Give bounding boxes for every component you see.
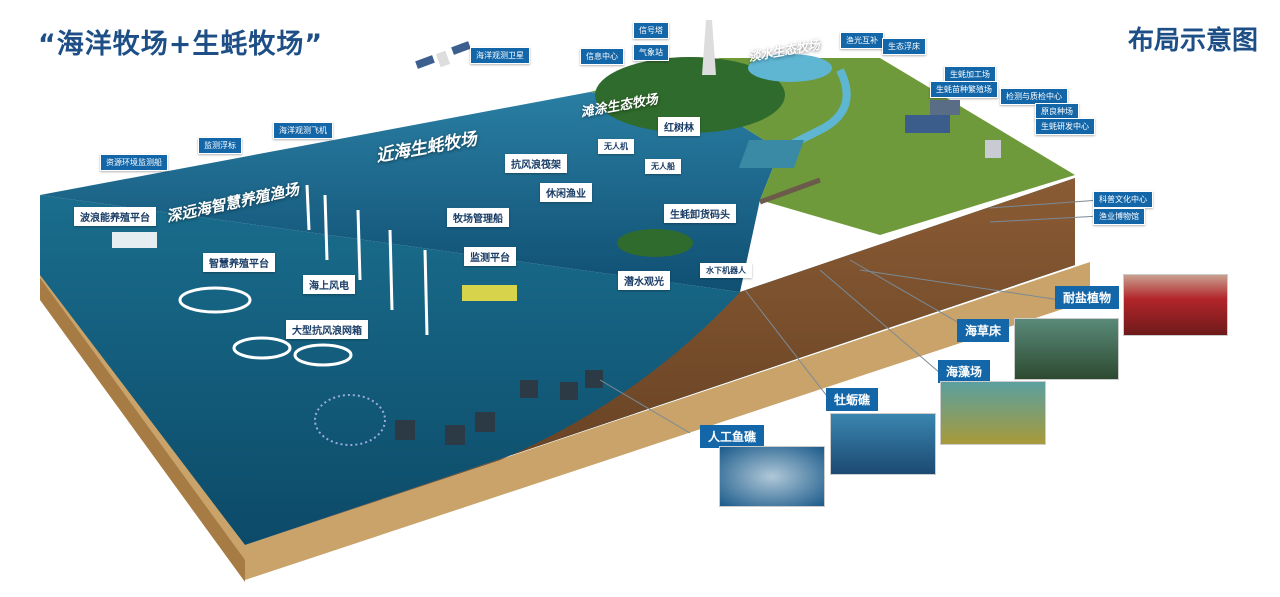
label-mgmt-ship: 牧场管理船: [447, 208, 509, 227]
satellite-icon: [415, 41, 471, 69]
label-usv: 无人船: [645, 159, 681, 174]
label-seaweed: 海藻场: [938, 360, 991, 383]
wind-turbines: [305, 184, 429, 336]
label-weather-station: 气象站: [633, 44, 669, 61]
label-smart-platform: 智慧养殖平台: [203, 253, 275, 272]
label-mangrove: 红树林: [658, 117, 700, 136]
salt-plants-photo: [1123, 274, 1228, 336]
label-breeding: 生蚝苗种繁殖场: [930, 81, 998, 98]
label-fishery-solar: 渔光互补: [840, 32, 884, 49]
aquaculture-pond: [738, 140, 805, 168]
label-eco-float-bed: 生态浮床: [882, 38, 926, 55]
rnd-building: [985, 140, 1001, 158]
solar-roofs: [905, 115, 950, 133]
label-artificial-reef: 人工鱼礁: [700, 425, 765, 448]
net-cage: [293, 343, 353, 367]
factory-building: [930, 100, 960, 115]
sea-surface: [40, 92, 780, 292]
label-rnd: 生蚝研发中心: [1035, 118, 1095, 135]
label-info-center: 信息中心: [580, 48, 624, 65]
label-underwater-robot: 水下机器人: [700, 263, 752, 278]
dock-pier: [759, 177, 821, 205]
label-salt-plants: 耐盐植物: [1055, 286, 1120, 309]
artificial-reef-photo: [719, 446, 825, 507]
label-drone: 无人机: [598, 139, 634, 154]
monitor-platform-shape: [462, 285, 517, 301]
label-wind-power: 海上风电: [303, 275, 355, 294]
wave-platform-shape: [112, 232, 157, 248]
label-leisure-fishery: 休闲渔业: [540, 183, 592, 202]
label-science-center: 科普文化中心: [1093, 191, 1153, 208]
net-cage: [232, 336, 292, 360]
label-raft: 抗风浪筏架: [505, 154, 567, 173]
signal-tower-shape: [702, 20, 716, 75]
label-large-cage: 大型抗风浪网箱: [286, 320, 368, 339]
label-monitor-buoy: 监测浮标: [198, 137, 242, 154]
island: [617, 229, 693, 257]
diagram-type-title: 布局示意图: [1127, 26, 1258, 56]
label-signal-tower: 信号塔: [633, 22, 669, 39]
artificial-reef-cubes: [395, 370, 603, 445]
smart-platform-rings: [178, 286, 252, 314]
label-diving: 潜水观光: [618, 271, 670, 290]
label-testing: 检测与质检中心: [1000, 88, 1068, 105]
label-satellite: 海洋观测卫星: [470, 47, 530, 64]
label-wave-platform: 波浪能养殖平台: [74, 207, 156, 226]
label-monitor-platform: 监测平台: [464, 247, 516, 266]
label-dock: 生蚝卸货码头: [664, 204, 736, 223]
label-museum: 渔业博物馆: [1093, 208, 1145, 225]
oyster-reef-photo: [830, 413, 936, 475]
label-obs-plane: 海洋观测飞机: [273, 122, 333, 139]
label-seagrass: 海草床: [957, 319, 1010, 342]
seagrass-photo: [1014, 318, 1119, 380]
page-title: “海洋牧场+生蚝牧场”: [38, 29, 324, 60]
fish-school: [314, 394, 386, 446]
label-monitor-ship: 资源环境监测船: [100, 154, 168, 171]
freshwater-pond: [748, 54, 832, 82]
label-oyster-reef: 牡蛎礁: [826, 388, 879, 411]
seaweed-photo: [940, 381, 1046, 445]
leader-lines: [599, 199, 1101, 434]
hill: [595, 57, 785, 133]
